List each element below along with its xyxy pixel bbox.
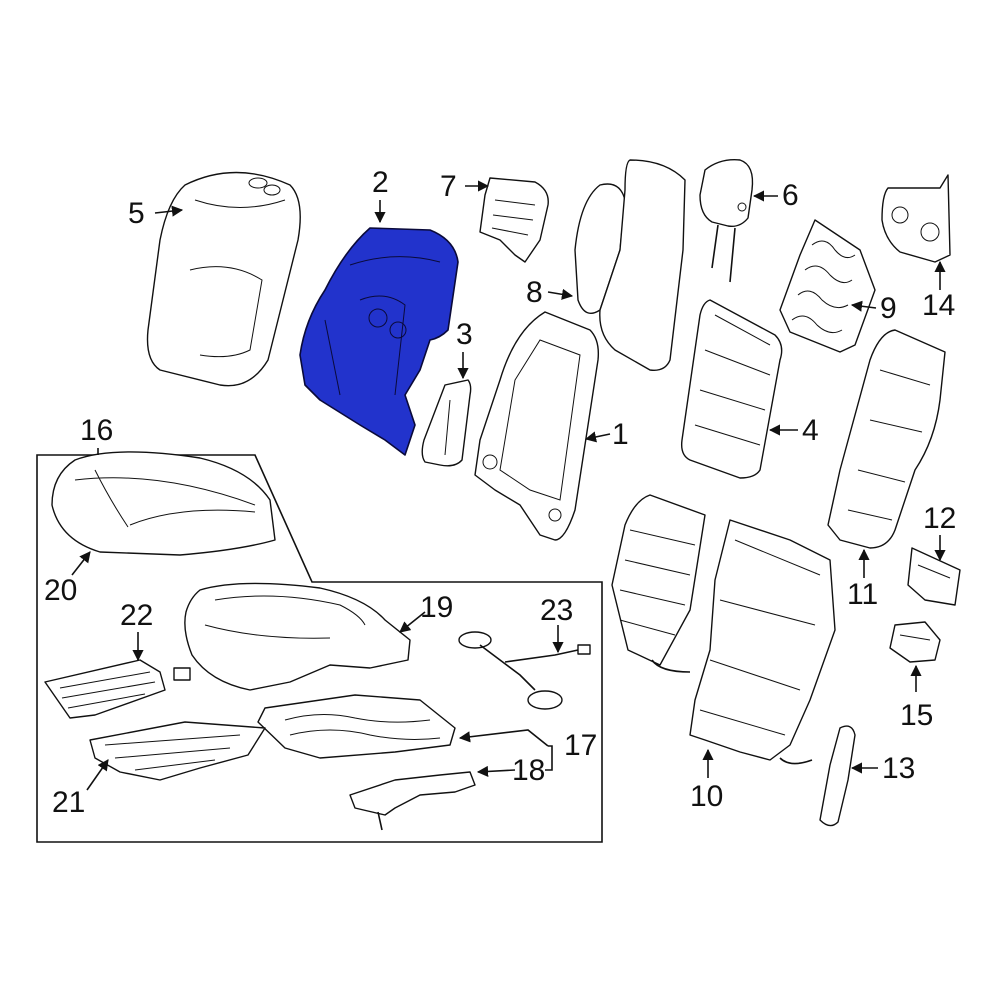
leader-lines [71, 180, 946, 791]
part-6-headrest[interactable] [699, 159, 754, 283]
part-4-back-board[interactable] [680, 299, 783, 479]
part-3-side-trim[interactable] [421, 379, 472, 467]
callout-20: 20 [44, 574, 77, 607]
part-10-seat-frame[interactable] [611, 494, 836, 765]
callout-5: 5 [128, 197, 145, 230]
part-12-bracket[interactable] [907, 547, 961, 606]
callout-22: 22 [120, 599, 153, 632]
part-13-side-trim[interactable] [819, 725, 856, 827]
callout-19: 19 [420, 591, 453, 624]
callout-3: 3 [456, 318, 473, 351]
part-22-heater-mat[interactable] [44, 659, 191, 719]
callout-9: 9 [880, 292, 897, 325]
part-9-spring-mat[interactable] [779, 219, 876, 353]
callout-10: 10 [690, 780, 723, 813]
part-23-harness[interactable] [458, 631, 591, 710]
callout-23: 23 [540, 594, 573, 627]
part-5-seat-back-cover[interactable] [146, 171, 301, 387]
callout-21: 21 [52, 786, 85, 819]
callout-13: 13 [882, 752, 915, 785]
callout-4: 4 [802, 414, 819, 447]
part-17-seat-pan[interactable] [257, 694, 456, 759]
callout-12: 12 [923, 502, 956, 535]
part-20-cushion-cover[interactable] [51, 451, 276, 556]
part-7-bracket[interactable] [479, 177, 549, 263]
part-11-back-panel[interactable] [827, 329, 946, 549]
callout-18: 18 [512, 754, 545, 787]
part-2-back-panel-highlighted[interactable] [299, 227, 459, 456]
part-21-heater-pad[interactable] [89, 721, 266, 781]
callout-2: 2 [372, 166, 389, 199]
part-14-trim-panel[interactable] [881, 174, 951, 263]
callout-7: 7 [440, 170, 457, 203]
callout-6: 6 [782, 179, 799, 212]
callout-14: 14 [922, 289, 955, 322]
part-15-switch[interactable] [889, 621, 941, 663]
callout-15: 15 [900, 699, 933, 732]
box-16-seat-cushion-assembly [36, 454, 603, 843]
callout-11: 11 [847, 578, 878, 611]
callout-16: 16 [80, 414, 113, 447]
callout-17: 17 [564, 729, 597, 762]
callout-1: 1 [612, 418, 629, 451]
part-1-seat-back-frame[interactable] [474, 311, 600, 541]
callout-labels: 1 2 3 4 5 6 7 8 9 10 11 12 13 14 15 16 1… [44, 166, 956, 819]
callout-8: 8 [526, 276, 543, 309]
part-19-foam-pad[interactable] [184, 582, 411, 691]
part-8-seat-back-pad[interactable] [574, 159, 686, 371]
part-18-bracket[interactable] [349, 771, 476, 831]
